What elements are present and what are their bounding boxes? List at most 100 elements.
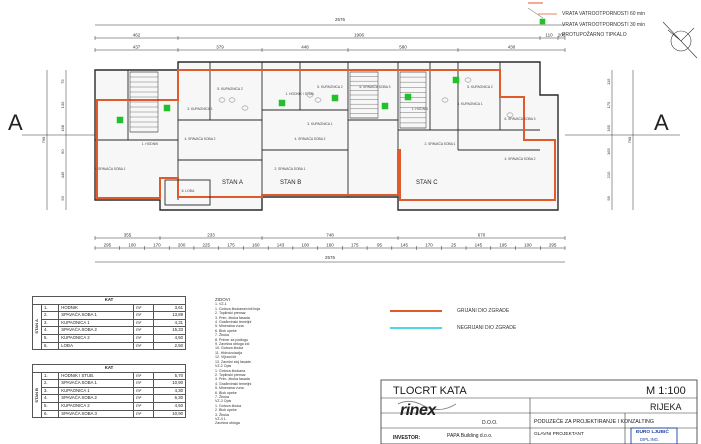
row-name: HODNIK I STUB. [58, 371, 135, 381]
row-no: 2. [40, 311, 60, 320]
note-text: Mineralna vuna [219, 386, 244, 391]
loggia-box [164, 179, 211, 206]
dim-bottom-row2-label: 160 [326, 243, 334, 248]
note-line: 2. Toplinski premaz [215, 373, 305, 377]
note-line: 3. Prim. žbuka fasada [215, 316, 305, 320]
row-no: 4. [40, 394, 60, 403]
row-unit: m² [133, 341, 155, 351]
dim-bottom-row2-label: 200 [178, 243, 186, 248]
note-text: Opis [223, 364, 232, 369]
row-value: 10,90 [153, 379, 186, 388]
dim-left-label: 168 [60, 124, 65, 131]
note-text: Gotova žbukana/vinil boja [219, 306, 261, 311]
table-header: KAT [32, 296, 186, 305]
row-unit: m² [133, 409, 155, 419]
sanitary-fixture-icon [441, 97, 449, 103]
row-name: KUPAONICA 2 [58, 333, 135, 343]
note-line: 1. Gotova žbuka [215, 404, 305, 408]
dim-right-label: 165 [606, 124, 611, 131]
dim-bottom-row2-label: 100 [302, 243, 310, 248]
note-line: 13. Završni sloj fasade [215, 360, 305, 364]
dim-top-row2-label: 430 [508, 45, 516, 50]
room-label: 2. SPAVAĆA SOBA 1 [275, 166, 306, 171]
room-label: 3. KUPAONICA 1 [307, 122, 333, 126]
note-num: 6. [215, 390, 219, 395]
row-no: 1. [40, 371, 60, 381]
legend-door-30-symbol [527, 7, 544, 19]
row-name: SPAVAĆA SOBA 3 [58, 409, 135, 419]
area-table-stan-a: KAT STAN A 1. HODNIK m² 3,61 2.SPAVAĆA S… [32, 296, 186, 351]
dim-bottom-row2-label: 295 [549, 243, 557, 248]
note-num: VZ-2 [215, 364, 224, 369]
note-num: 3. [215, 377, 219, 382]
dim-left-total-label: 768 [41, 136, 46, 143]
room-label: 3. KUPAONICA 1 [187, 107, 213, 111]
room-label: 4. SPAVAĆA SOBA 2 [505, 156, 536, 161]
row-value: 6,30 [153, 394, 186, 403]
dim-left-label: 445 [60, 171, 65, 178]
legend-heated: GRIJANI DIO ZGRADE [457, 308, 510, 314]
row-no: 3. [40, 386, 60, 396]
unit-label-c: STAN C [416, 180, 438, 186]
row-unit: m² [133, 303, 155, 313]
dim-bottom-row1-label: 748 [326, 233, 334, 238]
note-line: 3. Žbuka [215, 413, 305, 417]
dim-left-label: 93 [60, 195, 65, 200]
room-label: 4. SPAVAĆA SOBA 2 [185, 136, 216, 141]
note-line: 5. Mineralna vuna [215, 324, 305, 328]
row-value: 15,33 [153, 326, 186, 335]
dim-left-label: 79 [60, 79, 65, 84]
dim-top-row2-label: 448 [301, 45, 309, 50]
note-num: 2. [215, 311, 219, 316]
dim-top-total: 2576 [335, 17, 346, 22]
dim-bottom-row2-label: 175 [227, 243, 235, 248]
room-label: 1. HODNIK [142, 142, 159, 146]
staircase-c-frame [399, 71, 427, 129]
row-name: KUPAONICA 2 [58, 401, 135, 411]
row-no: 4. [40, 326, 60, 335]
note-line: 7. Žbuka [215, 333, 305, 337]
note-text: Toplinski premaz [218, 311, 246, 316]
dim-top-row2-label: 379 [216, 45, 224, 50]
dim-bottom-row2-label: 160 [252, 243, 260, 248]
dim-bottom-row2-label: 25 [451, 243, 457, 248]
row-unit: m² [133, 401, 155, 411]
row-name: HODNIK [58, 303, 135, 313]
sanitary-fixture-icon [306, 92, 314, 98]
note-line: 7. Žbuka [215, 395, 305, 399]
row-no: 5. [40, 401, 60, 411]
lead-designer-label: GLAVNI PROJEKTANT [534, 432, 584, 437]
note-line: 4. Građevinski temeljni [215, 320, 305, 324]
legend-unheated: NEGRIJANI DIO ZGRADE [457, 325, 517, 331]
dim-top-row1-label: 1906 [354, 33, 365, 38]
room-label: 1. HODNIK [412, 107, 429, 111]
row-name: LOĐA [58, 341, 135, 351]
note-text: Blok opeke [219, 390, 237, 395]
dim-top-row1-label: 110 [545, 33, 553, 38]
title-block-frame [380, 379, 698, 444]
note-num: 10. [215, 346, 221, 351]
fire-button-marker [278, 99, 286, 107]
dim-bottom-row2-label: 145 [400, 243, 408, 248]
area-table-stan-b: KAT STAN B 1. HODNIK I STUB. m² 5,70 2.S… [32, 364, 186, 419]
dim-bottom-row2-label: 170 [425, 243, 433, 248]
room-label: 5. KUPAONICA 2 [317, 85, 343, 89]
fire-button-marker [381, 102, 389, 110]
note-num: 1. [215, 302, 219, 307]
room-label: 4. SPAVAĆA SOBA 2 [295, 136, 326, 141]
stamp-text: DIPL.ING. [640, 437, 660, 442]
legend-door-30: VRATA VATROOTPORNOSTI 30 min [562, 22, 645, 28]
fire-button-marker [452, 76, 460, 84]
note-num: VZ-4 [215, 416, 224, 421]
row-no: 1. [40, 303, 60, 313]
note-line: 1. VZ-1 [215, 302, 305, 306]
note-text: Građevinski temeljni [219, 320, 252, 325]
row-unit: m² [133, 379, 155, 388]
note-line: 8. Primer za podlogu [215, 338, 305, 342]
row-name: KUPAONICA 1 [58, 318, 135, 328]
note-num: 1. [215, 403, 219, 408]
row-name: SPAVAĆA SOBA 2 [58, 326, 135, 335]
dim-bottom-row1-label: 670 [478, 233, 486, 238]
